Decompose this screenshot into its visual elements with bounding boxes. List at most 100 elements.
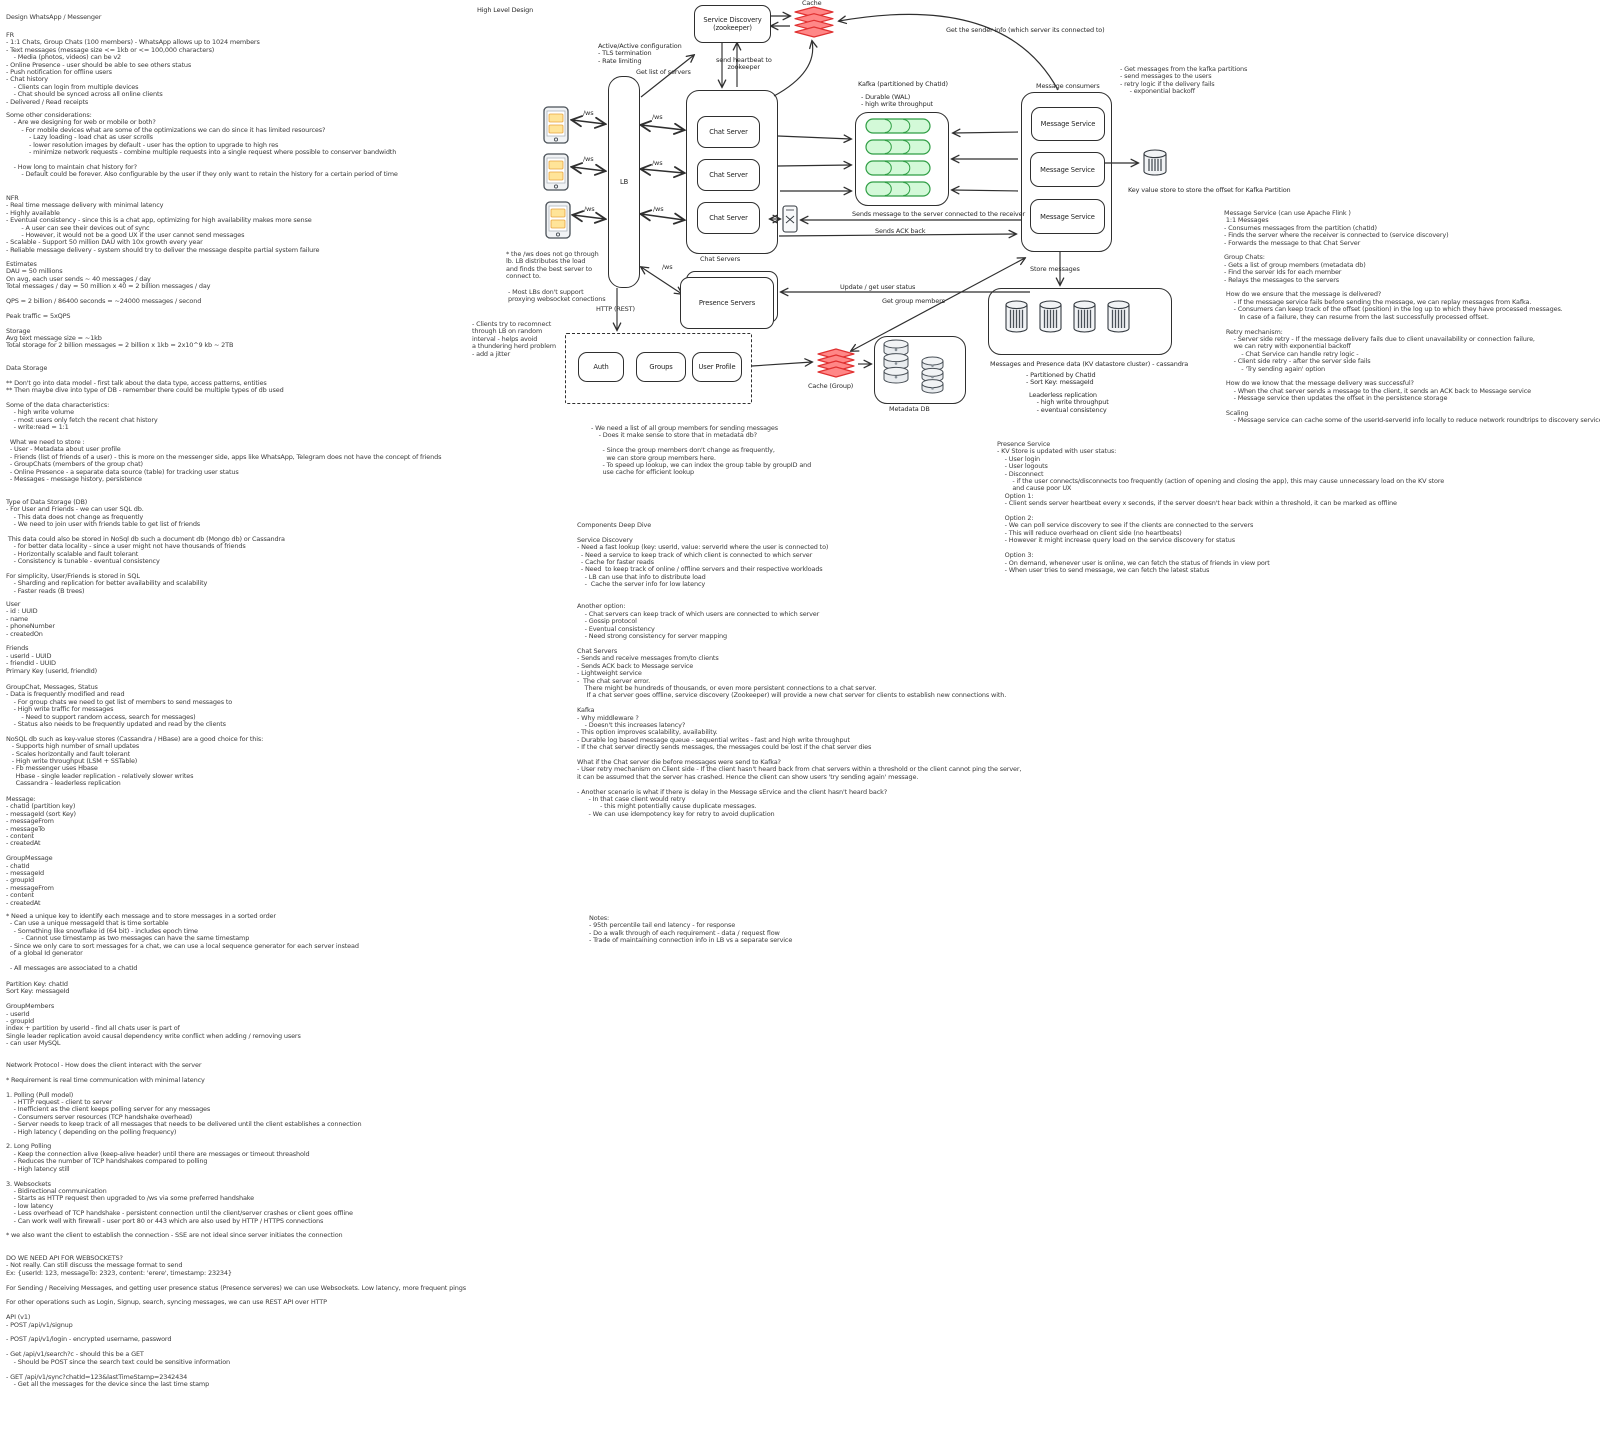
arrow-phone3-lb[interactable] [573,215,605,219]
arrow-lb-cs2[interactable] [641,169,684,173]
box-chat-servers-container[interactable] [686,90,778,254]
label-high-level-design[interactable]: High Level Design [477,6,534,14]
arrow-ms3-kafka[interactable] [952,190,1019,191]
arrow-cs-cache-curve[interactable] [773,41,813,97]
label-cache-top-label[interactable]: Cache [802,0,822,7]
arrow-lb-cs1[interactable] [641,125,684,130]
label-store-messages-label[interactable]: Store messages [1030,265,1080,273]
label-cache-group-label[interactable]: Cache (Group) [808,382,854,390]
arrow-ms1-kafka[interactable] [953,132,1019,133]
label-ws-5[interactable]: /ws [652,159,663,167]
label-ws-2[interactable]: /ws [583,155,594,163]
label-cassandra-label[interactable]: Messages and Presence data (KV datastore… [990,360,1189,368]
label-http-rest-label[interactable]: HTTP (REST) [596,305,635,313]
label-get-sender-info[interactable]: Get the sender info (which server its co… [946,26,1105,34]
arrow-cs2-kafka[interactable] [777,165,851,166]
note-lb-note-2[interactable]: - Most LBs don't support proxying websoc… [508,288,606,304]
box-kv-cluster-container[interactable] [988,288,1172,355]
label-chat-servers-label[interactable]: Chat Servers [700,255,741,263]
label-ws-3[interactable]: /ws [584,205,595,213]
kafka-partition-1-icon[interactable] [865,118,931,134]
metadata-db-stack-2-icon[interactable] [920,356,945,396]
arrow-lb-presence[interactable] [641,267,682,294]
label-ws-7[interactable]: /ws [662,263,673,271]
arrow-sends-ack[interactable] [778,234,1016,236]
label-message-consumers-label[interactable]: Message consumers [1036,82,1100,90]
arrow-phone2-lb[interactable] [572,167,605,171]
kv-offset-store-icon[interactable] [1142,149,1168,179]
kv-bucket-3-icon[interactable] [1072,300,1097,336]
arrow-rest-cachegroup[interactable] [751,362,812,366]
box-kafka-box[interactable] [855,112,949,206]
note-considerations[interactable]: Some other considerations: - Are we desi… [6,111,398,179]
label-kv-store-label[interactable]: Key value store to store the offset for … [1128,186,1291,194]
arrow-mc-cache-curve[interactable] [839,13,1059,91]
receiver-device-icon[interactable] [782,205,798,233]
note-message-schema[interactable]: Message: - chatId (partition key) - mess… [6,795,76,907]
kafka-partition-3-icon[interactable] [865,160,931,176]
arrow-lb-cs3[interactable] [641,214,684,220]
box-message-service-1[interactable]: Message Service [1031,107,1105,141]
note-type-of-db[interactable]: Type of Data Storage (DB) - For User and… [6,498,285,595]
note-lb-note-1[interactable]: * the /ws does not go through lb. LB dis… [506,250,599,281]
note-api[interactable]: DO WE NEED API FOR WEBSOCKETS? - Not rea… [6,1254,466,1388]
client-phone-2-icon[interactable] [543,153,569,191]
client-phone-1-icon[interactable] [543,106,569,144]
box-lb[interactable]: LB [608,76,640,288]
box-auth-box[interactable]: Auth [578,352,624,382]
kafka-partition-4-icon[interactable] [865,181,931,197]
client-phone-3-icon[interactable] [545,201,571,239]
label-cassandra-bullets[interactable]: - Partitioned by ChatId - Sort Key: mess… [1026,371,1096,387]
box-message-service-3[interactable]: Message Service [1030,199,1105,234]
box-presence-servers[interactable]: Presence Servers [680,277,774,329]
note-lb-note-3[interactable]: - Clients try to recomnect through LB on… [472,320,556,358]
cache-group-icon[interactable] [816,348,856,378]
kv-bucket-4-icon[interactable] [1106,300,1131,336]
label-ws-1[interactable]: /ws [583,109,594,117]
box-chat-server-3[interactable]: Chat Server [697,202,760,234]
note-groupchat-schema[interactable]: GroupChat, Messages, Status - Data is fr… [6,683,264,788]
label-sends-message-label[interactable]: Sends message to the server connected to… [852,210,1025,218]
label-active-active[interactable]: Active/Active configuration - TLS termin… [598,42,682,65]
note-message-service-note[interactable]: Message Service (can use Apache Flink ) … [1224,209,1600,425]
box-service-discovery[interactable]: Service Discovery (zookeeper) [694,5,771,43]
arrow-cs1-kafka[interactable] [777,136,851,139]
note-estimates[interactable]: Estimates DAU = 50 millions On avg, each… [6,260,234,350]
note-data-storage[interactable]: Data Storage ** Don't go into data model… [6,364,442,484]
label-send-heartbeat[interactable]: send heartbeat to zookeeper [716,56,772,72]
note-partition-key[interactable]: Partition Key: chatId Sort Key: messageI… [6,980,301,1048]
box-metadata-db-box[interactable] [874,336,966,404]
note-consumer-bullets[interactable]: - Get messages from the kafka partitions… [1120,65,1248,96]
cache-top-icon[interactable] [793,6,835,38]
metadata-db-stack-1-icon[interactable] [882,339,910,386]
arrow-lb-sd[interactable] [640,55,694,98]
label-ws-6[interactable]: /ws [653,205,664,213]
note-notes-bottom[interactable]: Notes: - 95th percentile tail end latenc… [589,914,793,945]
box-message-service-2[interactable]: Message Service [1030,152,1105,187]
label-get-list-of-servers[interactable]: Get list of servers [636,68,691,76]
kafka-partition-2-icon[interactable] [865,139,931,155]
arrow-get-group-members[interactable] [851,258,1025,351]
note-network-protocol[interactable]: Network Protocol - How does the client i… [6,1061,362,1240]
box-rest-dashed-box[interactable] [565,333,752,404]
note-fr[interactable]: FR - 1:1 Chats, Group Chats (100 members… [6,31,260,106]
label-ws-4[interactable]: /ws [652,113,663,121]
label-sends-ack-label[interactable]: Sends ACK back [875,227,926,235]
label-update-status-label[interactable]: Update / get user status [840,283,916,291]
note-unique-key[interactable]: * Need a unique key to identify each mes… [6,912,359,972]
label-metadata-db-label[interactable]: Metadata DB [889,405,930,413]
box-chat-server-1[interactable]: Chat Server [697,116,760,148]
label-kafka-bullets[interactable]: - Durable (WAL) - high write throughput [861,93,933,109]
box-chat-server-2[interactable]: Chat Server [697,159,760,191]
box-message-consumers-container[interactable] [1021,92,1112,252]
note-components-deep-dive[interactable]: Components Deep Dive Service Discovery -… [577,521,1022,818]
arrow-phone1-lb[interactable] [572,120,605,124]
kv-bucket-2-icon[interactable] [1038,300,1063,336]
box-groups-box[interactable]: Groups [636,352,686,382]
label-kafka-title[interactable]: Kafka (partitioned by ChatId) [858,80,948,88]
note-group-members-note[interactable]: - We need a list of all group members fo… [591,424,812,477]
note-user-schema[interactable]: User - id : UUID - name - phoneNumber - … [6,600,98,675]
note-presence-service-note[interactable]: Presence Service - KV Store is updated w… [997,440,1445,574]
note-nfr[interactable]: NFR - Real time message delivery with mi… [6,194,320,254]
label-leaderless-bullets[interactable]: Leaderless replication - high write thro… [1029,391,1109,414]
